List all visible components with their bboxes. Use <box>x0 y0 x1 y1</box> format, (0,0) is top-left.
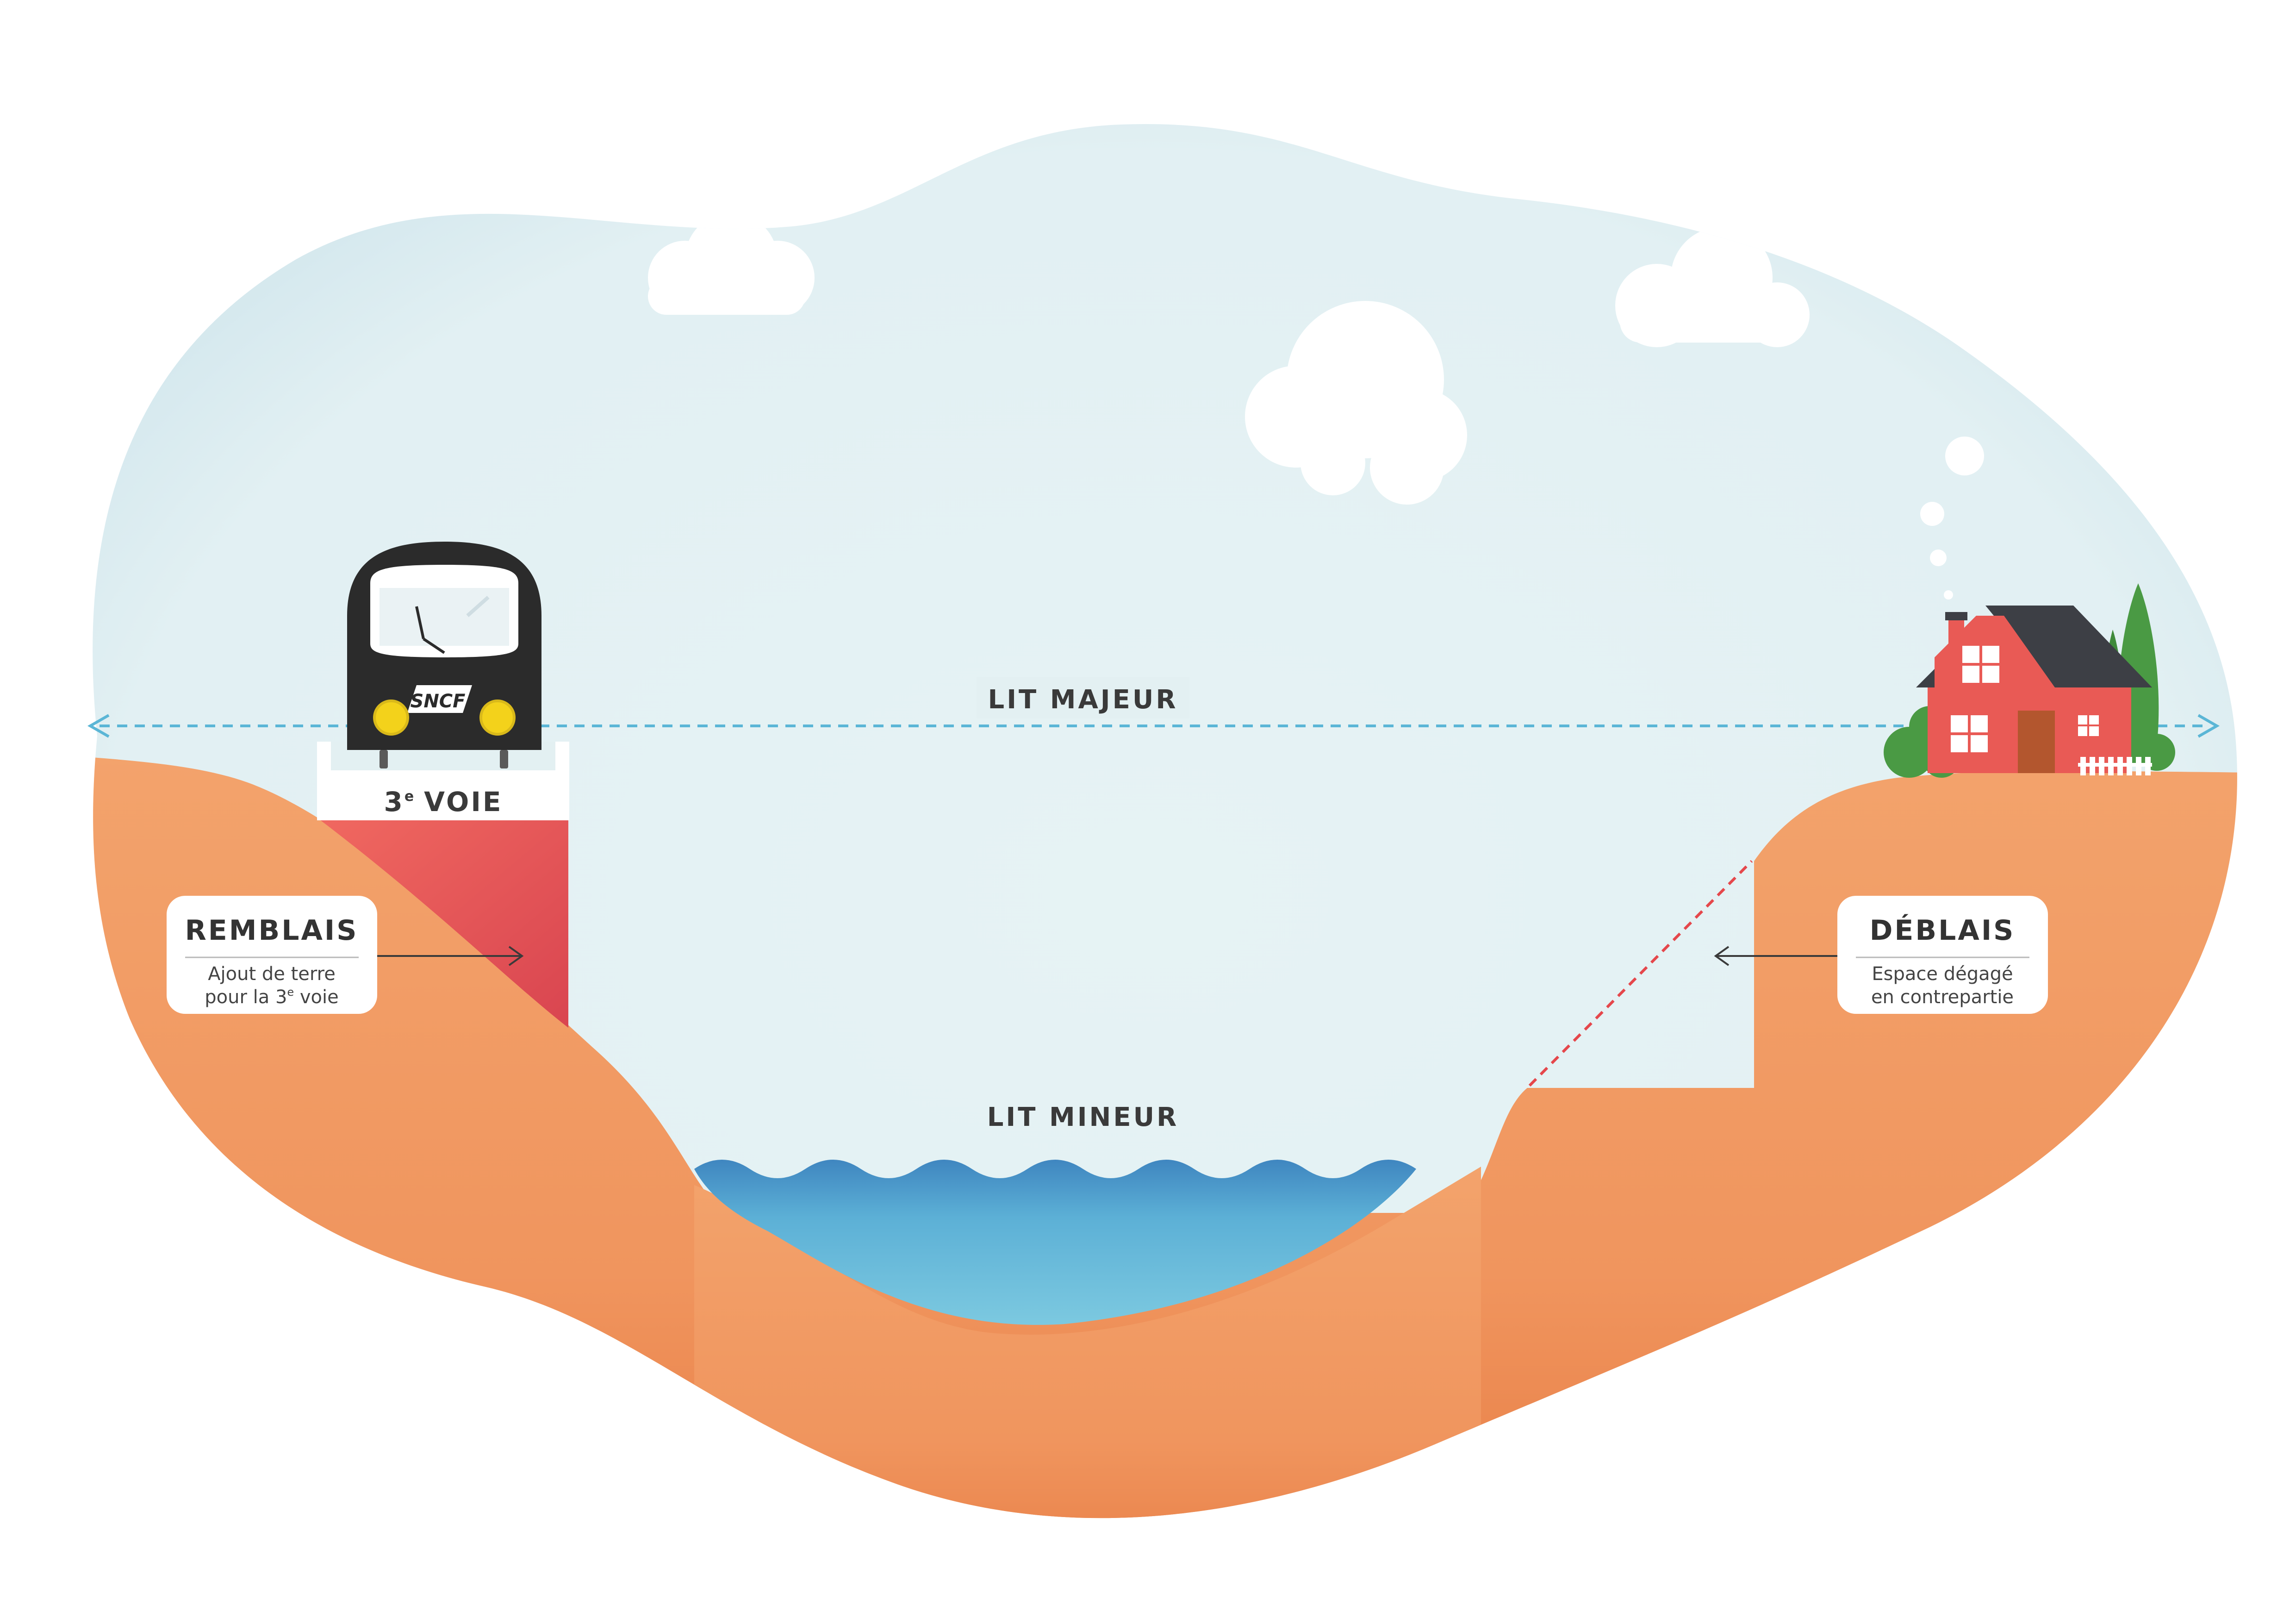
sncf-logo: SNCF <box>411 691 466 712</box>
lit-mineur-label: LIT MINEUR <box>987 1102 1179 1132</box>
embankment <box>319 819 568 1028</box>
headlight-left <box>373 700 409 736</box>
smoke-icon <box>1920 437 1984 600</box>
arrow-icon <box>1714 946 1730 966</box>
deblais-line2: en contrepartie <box>1871 987 2014 1008</box>
river-water <box>694 1160 1416 1325</box>
arrow-icon <box>508 946 524 966</box>
lit-majeur-label-bg <box>977 677 1189 718</box>
arrow-icon <box>87 714 110 738</box>
remblais-line1: Ajout de terre <box>208 963 336 985</box>
deblais-dashed-line <box>1528 860 1753 1087</box>
cloud-icon <box>1615 227 1810 347</box>
cloud-icon <box>648 213 815 315</box>
remblais-title: REMBLAIS <box>185 914 359 947</box>
deblais-title: DÉBLAIS <box>1870 913 2016 947</box>
house-icon <box>1916 606 2152 775</box>
deblais-line1: Espace dégagé <box>1872 963 2013 985</box>
train-icon: SNCF <box>347 542 541 768</box>
remblais-line2: pour la 3e voie <box>205 986 339 1008</box>
lit-majeur-label: LIT MAJEUR <box>988 685 1178 715</box>
deblais-card: DÉBLAIS Espace dégagé en contrepartie <box>1837 896 2048 1014</box>
headlight-right <box>479 700 516 736</box>
arrow-icon <box>2197 714 2220 738</box>
cloud-icon <box>1245 301 1467 505</box>
remblais-card: REMBLAIS Ajout de terre pour la 3e voie <box>167 896 377 1014</box>
